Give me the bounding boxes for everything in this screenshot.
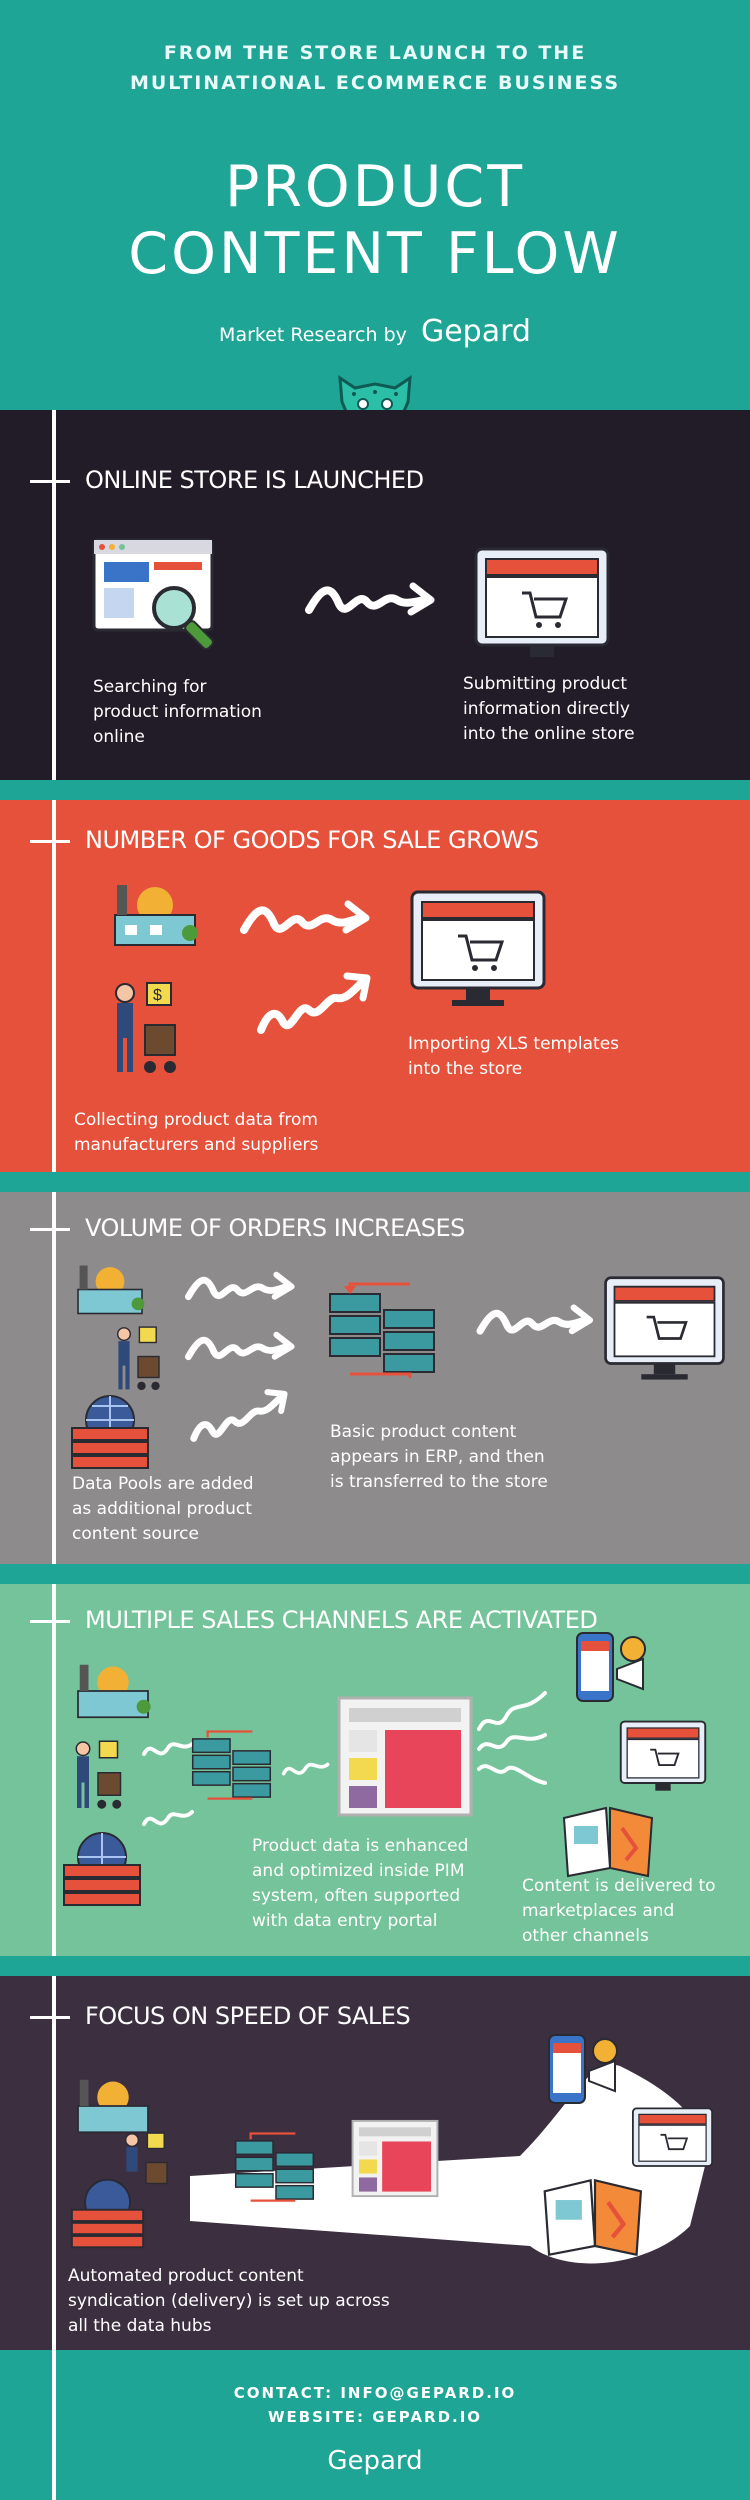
byline-text: Market Research by [219,324,407,346]
factory-icon [77,1664,151,1719]
worker-cart-icon [75,1740,122,1809]
pim-system-icon [351,2119,439,2198]
section-title: VOLUME OF ORDERS INCREASES [85,1214,465,1242]
store-monitor-icon [632,2107,713,2167]
footer-contact: CONTACT: INFO@GEPARD.IO [233,2384,517,2402]
worker-cart-icon [117,1326,160,1391]
squiggle-arrow-icon [185,1331,295,1361]
mobile-shop-icon [576,1632,646,1702]
timeline-line [52,1976,56,2350]
footer: CONTACT: INFO@GEPARD.IO WEBSITE: GEPARD.… [0,2350,750,2500]
squiggle-arrow-icon [240,900,370,934]
store-monitor-icon [474,547,610,657]
section-title: MULTIPLE SALES CHANNELS ARE ACTIVATED [85,1606,598,1634]
squiggle-arrow-icon [305,582,435,616]
small-arrows-icon [477,1691,547,1785]
factory-icon [77,2079,149,2134]
timeline-line [52,1192,56,1564]
section-title: NUMBER OF GOODS FOR SALE GROWS [85,826,539,854]
squiggle-arrow-icon [257,972,371,1034]
pim-system-icon [337,1696,473,1817]
timeline-tick [30,2016,70,2019]
section-goods-grow: NUMBER OF GOODS FOR SALE GROWS $ Importi… [0,800,750,1172]
caption-erp: Basic product content appears in ERP, an… [330,1422,548,1492]
brand-logo: Gepard [420,314,531,349]
byline: Market Research by Gepard [0,314,750,349]
caption-automated: Automated product content syndication (d… [68,2266,390,2336]
svg-text:$: $ [153,987,162,1004]
timeline-line [52,410,56,780]
worker-cart-icon [125,2132,168,2185]
section-multiple-channels: MULTIPLE SALES CHANNELS ARE ACTIVATED [0,1584,750,1956]
timeline-tick [30,1228,70,1231]
squiggle-arrow-icon [476,1304,594,1335]
store-monitor-icon [619,1720,707,1791]
caption-pim: Product data is enhanced and optimized i… [252,1836,469,1931]
timeline-tick [30,1620,70,1623]
section-orders-increase: VOLUME OF ORDERS INCREASES [0,1192,750,1564]
catalog-icon [562,1806,654,1878]
caption-searching: Searching for product information online [93,677,262,747]
timeline-tick [30,480,70,483]
section-online-store: ONLINE STORE IS LAUNCHED Searching for p… [0,410,750,780]
factory-icon [77,1265,145,1315]
small-arrows-icon [142,1742,194,1826]
section-title: ONLINE STORE IS LAUNCHED [85,466,424,494]
browser-search-icon [92,538,214,650]
section-title: FOCUS ON SPEED OF SALES [85,2002,411,2030]
section-speed-of-sales: FOCUS ON SPEED OF SALES [0,1976,750,2350]
data-pool-icon [63,1832,141,1906]
data-pool-icon [70,2178,145,2249]
timeline-line [52,2350,56,2500]
worker-cart-icon: $ [115,982,176,1073]
squiggle-arrow-icon [190,1389,288,1442]
title-line-1: PRODUCT [224,154,526,220]
catalog-icon [543,2178,643,2257]
erp-server-icon [191,1730,272,1800]
factory-icon [114,885,198,946]
title-line-2: CONTENT FLOW [128,221,622,287]
erp-server-icon [234,2132,315,2202]
footer-brand-logo: Gepard [327,2446,423,2476]
timeline-line [52,1584,56,1956]
mobile-shop-icon [548,2034,618,2104]
supertitle-line-2: MULTINATIONAL ECOMMERCE BUSINESS [129,72,621,94]
caption-data-pools: Data Pools are added as additional produ… [72,1474,254,1544]
caption-collecting: Collecting product data from manufacture… [74,1110,319,1155]
small-arrows-icon [281,1762,330,1776]
caption-submitting: Submitting product information directly … [463,674,635,744]
timeline-tick [30,840,70,843]
timeline-line [52,800,56,1172]
store-monitor-icon [410,890,546,1006]
supertitle-line-1: FROM THE STORE LAUNCH TO THE [163,42,587,64]
erp-server-icon [329,1282,435,1378]
footer-website: WEBSITE: GEPARD.IO [267,2408,483,2426]
caption-importing: Importing XLS templates into the store [408,1034,620,1079]
store-monitor-icon [604,1276,725,1380]
squiggle-arrow-icon [185,1271,295,1301]
caption-delivered: Content is delivered to marketplaces and… [522,1876,716,1946]
header: FROM THE STORE LAUNCH TO THE MULTINATION… [0,0,750,410]
data-pool-icon [71,1395,149,1469]
